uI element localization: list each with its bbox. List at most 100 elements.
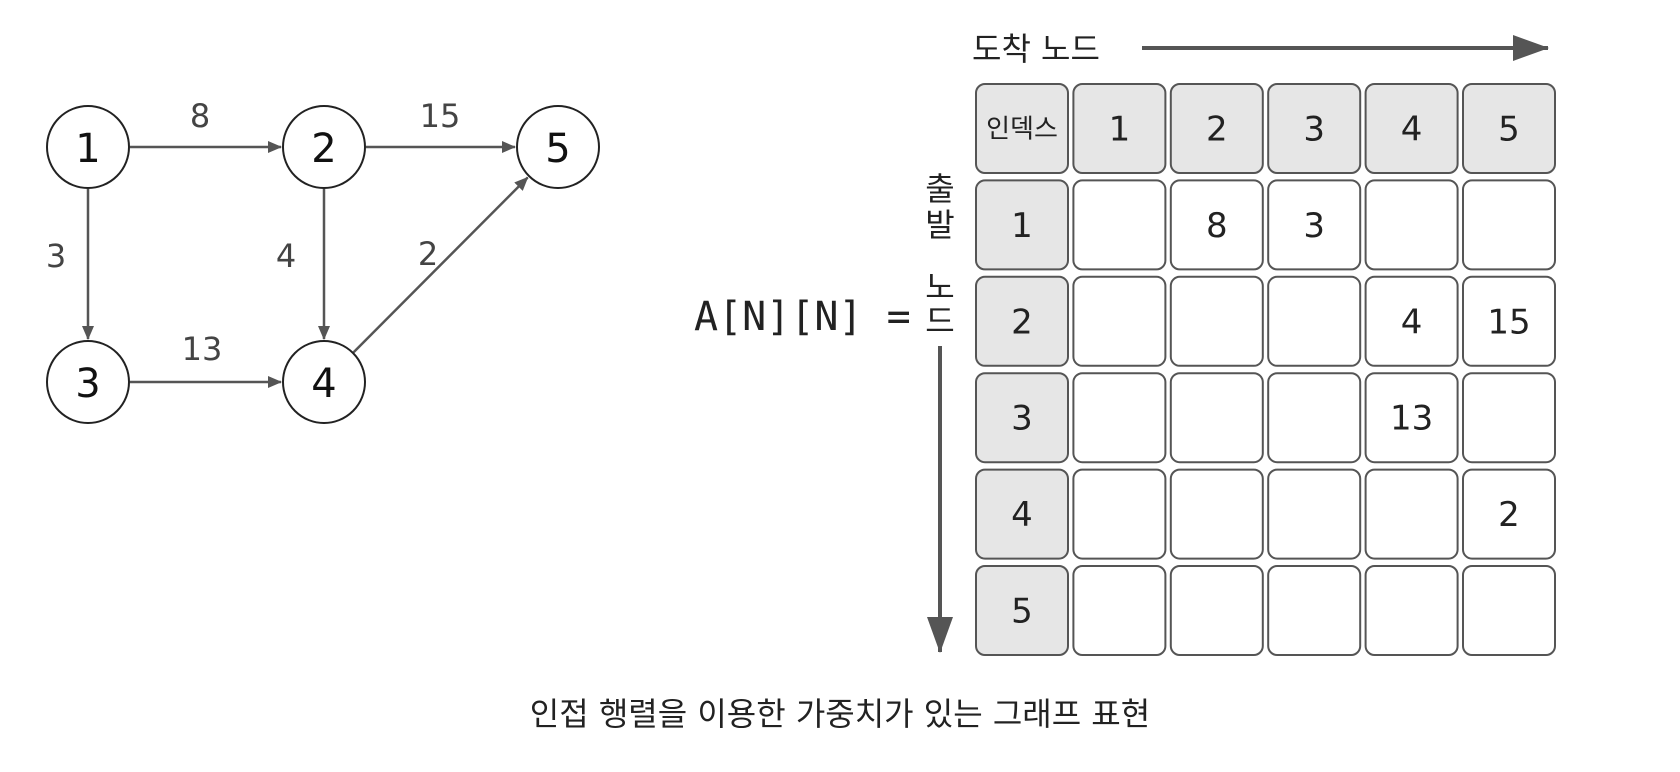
matrix-cell [1169,468,1264,560]
matrix-cell: 3 [1267,179,1362,271]
matrix-cell [1267,372,1362,464]
matrix-column-header: 2 [1169,83,1264,174]
cell-box [1364,565,1459,656]
matrix-row-header: 3 [975,372,1069,464]
matrix-column-header: 4 [1364,83,1459,174]
node-circle [282,105,366,189]
matrix-cell [1364,468,1459,560]
cell-box [1267,565,1362,656]
node-circle [46,105,130,189]
cell-box [1072,275,1167,367]
matrix-cell: 15 [1462,275,1556,367]
matrix-cell [1462,179,1556,271]
cell-box [975,83,1069,174]
cell-box [1462,372,1556,464]
matrix-corner-cell: 인덱스 [975,83,1069,174]
matrix-cell [1169,565,1264,656]
matrix-column-header: 5 [1462,83,1556,174]
edge-weight-1-3: 3 [46,237,66,275]
cell-value: 3 [1011,399,1033,439]
cell-value: 1 [1109,110,1131,150]
matrix-cell [1364,179,1459,271]
matrix-cell [1072,565,1167,656]
matrix-row-header: 4 [975,468,1069,560]
cell-box [1462,179,1556,271]
cell-value: 4 [1011,495,1033,535]
matrix-cell: 8 [1169,179,1264,271]
cell-box [975,275,1069,367]
row-axis-char: 드 [925,302,954,340]
cell-box [1072,372,1167,464]
cell-box [975,372,1069,464]
graph-node-2: 2 [282,105,366,189]
matrix-cell [1364,565,1459,656]
cell-box [975,468,1069,560]
cell-box [1267,275,1362,367]
cell-box [975,565,1069,656]
cell-box [1072,83,1167,174]
matrix-cell: 4 [1364,275,1459,367]
cell-value: 2 [1498,495,1520,535]
matrix-formula: A[N][N] = [694,294,911,340]
edge-weight-2-5: 15 [420,97,461,135]
cell-box [1462,275,1556,367]
matrix-cell [1169,372,1264,464]
matrix-cell [1267,565,1362,656]
graph-node-4: 4 [282,340,366,424]
cell-value: 4 [1401,302,1423,342]
cell-box [1072,179,1167,271]
cell-box [1462,565,1556,656]
edge-weight-2-4: 4 [276,237,296,275]
node-circle [516,105,600,189]
cell-box [1462,468,1556,560]
cell-box [1364,275,1459,367]
matrix-column-header: 1 [1072,83,1167,174]
cell-box [1267,179,1362,271]
edge-4-5 [352,176,529,354]
row-axis-char: 출 [925,170,954,208]
node-circle [46,340,130,424]
cell-value: 8 [1206,206,1228,246]
matrix-cell: 13 [1364,372,1459,464]
weighted-directed-graph: 8 15 3 4 2 13 1 2 3 4 5 [46,97,600,424]
row-axis-char: 발 [925,206,954,244]
matrix-cell [1267,468,1362,560]
row-axis-char: 노 [925,268,954,306]
cell-value: 2 [1206,110,1228,150]
matrix-cell [1072,179,1167,271]
cell-box [1267,372,1362,464]
cell-value: 5 [1011,592,1033,632]
cell-value: 13 [1390,399,1433,439]
row-axis-label: 출 발 노 드 [925,170,954,340]
cell-box [1169,372,1264,464]
cell-value: 15 [1487,302,1530,342]
cell-box [1072,565,1167,656]
edge-weight-1-2: 8 [190,97,210,135]
matrix-column-header: 3 [1267,83,1362,174]
cell-box [1169,275,1264,367]
cell-box [1364,468,1459,560]
matrix-cell: 2 [1462,468,1556,560]
matrix-cell [1072,468,1167,560]
cell-value: 3 [1303,110,1325,150]
edge-weight-3-4: 13 [182,330,223,368]
cell-box [1169,83,1264,174]
cell-value: 5 [1498,110,1520,150]
edge-weight-4-5: 2 [418,235,438,273]
graph-edges: 8 15 3 4 2 13 [46,97,529,388]
node-circle [282,340,366,424]
cell-box [1169,565,1264,656]
graph-node-5: 5 [516,105,600,189]
matrix-row-header: 1 [975,179,1069,271]
figure-caption: 인접 행렬을 이용한 가중치가 있는 그래프 표현 [530,695,1150,733]
node-label: 1 [75,126,100,172]
cell-value: 인덱스 [986,115,1058,145]
cell-value: 2 [1011,302,1033,342]
column-axis-label: 도착 노드 [972,30,1100,68]
cell-value: 1 [1011,206,1033,246]
matrix-row-header: 2 [975,275,1069,367]
matrix-row-header: 5 [975,565,1069,656]
cell-box [1267,468,1362,560]
matrix-cell [1462,565,1556,656]
